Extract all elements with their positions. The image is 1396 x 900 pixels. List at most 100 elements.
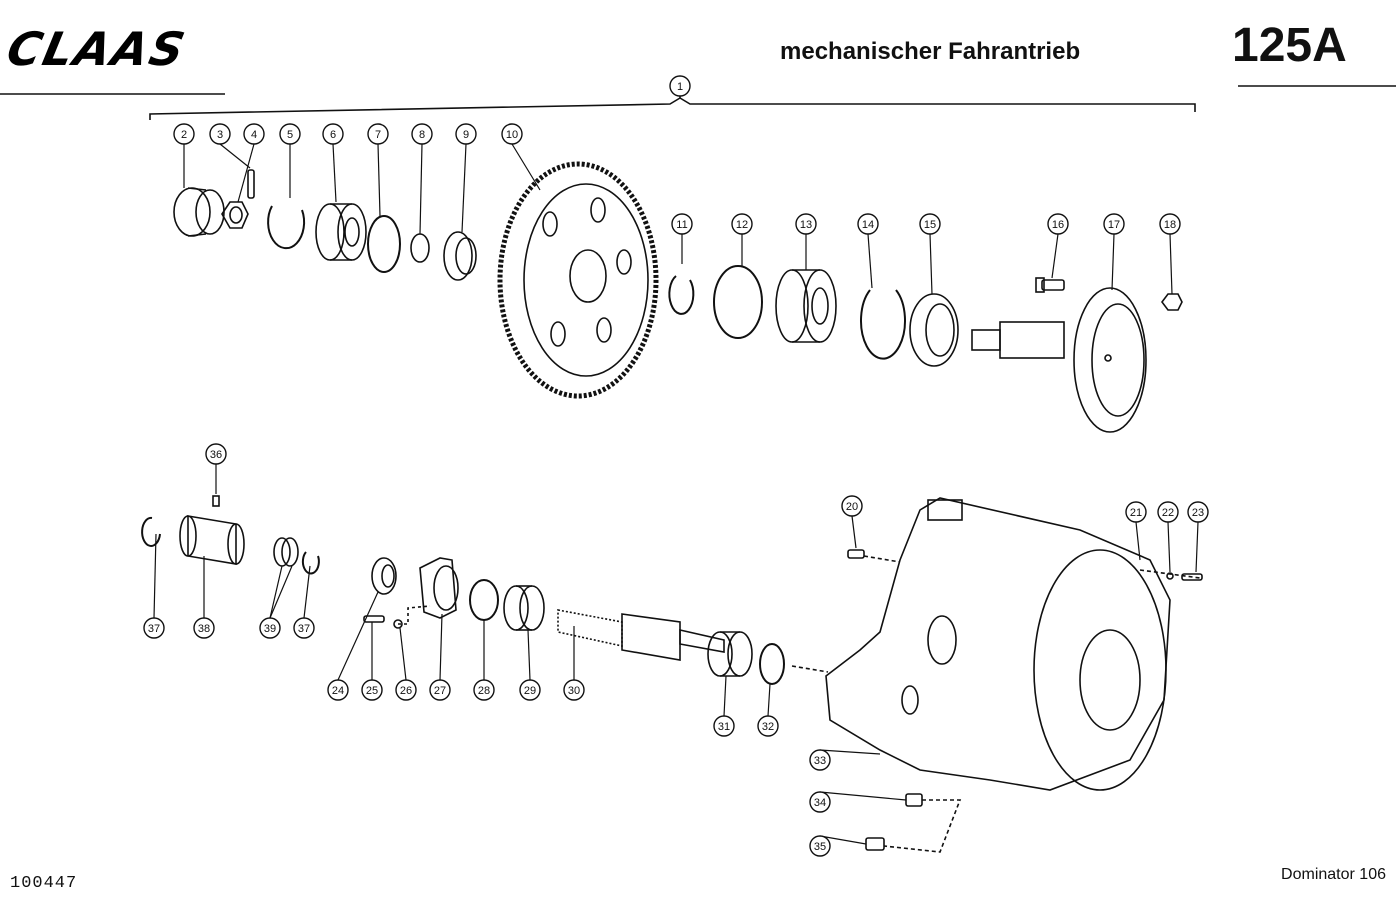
- leader-line-10: [511, 143, 541, 191]
- svg-text:24: 24: [332, 685, 344, 697]
- callout-21: 21: [1125, 501, 1147, 523]
- callout-37a: 37: [143, 617, 165, 639]
- callout-28: 28: [473, 679, 495, 701]
- part-6-ball-bearing: [315, 203, 367, 261]
- svg-text:38: 38: [198, 623, 210, 635]
- part-18-nut: [1161, 293, 1183, 311]
- machine-model: Dominator 106: [1281, 866, 1386, 883]
- part-31-bearing: [707, 631, 753, 677]
- callout-11: 11: [671, 213, 693, 235]
- svg-text:9: 9: [463, 129, 469, 141]
- leader-line-20: [851, 515, 857, 549]
- callout-14: 14: [857, 213, 879, 235]
- svg-text:36: 36: [210, 449, 222, 461]
- svg-text:4: 4: [251, 129, 257, 141]
- leader-line-23: [1195, 521, 1199, 573]
- svg-text:12: 12: [736, 219, 748, 231]
- svg-text:3: 3: [217, 129, 223, 141]
- part-4-nut: [221, 201, 249, 229]
- callout-13: 13: [795, 213, 817, 235]
- svg-text:30: 30: [568, 685, 580, 697]
- part-39-bearing-pair: [273, 537, 299, 567]
- leader-line-8: [419, 143, 423, 235]
- callout-20: 20: [841, 495, 863, 517]
- leader-line-22: [1167, 521, 1171, 573]
- leader-line-37b: [303, 565, 311, 619]
- part-11-circlip: [668, 275, 695, 315]
- callout-5: 5: [279, 123, 301, 145]
- leader-line-4: [237, 143, 255, 203]
- svg-text:18: 18: [1164, 219, 1176, 231]
- part-26-washer: [393, 619, 403, 629]
- callout-24: 24: [327, 679, 349, 701]
- svg-text:23: 23: [1192, 507, 1204, 519]
- leader-line-37a: [153, 533, 157, 619]
- part-38-sleeve: [179, 515, 245, 565]
- svg-text:25: 25: [366, 685, 378, 697]
- part-2-flange-sleeve: [173, 187, 225, 237]
- svg-text:20: 20: [846, 501, 858, 513]
- svg-text:13: 13: [800, 219, 812, 231]
- svg-text:33: 33: [814, 755, 826, 767]
- callout-36: 36: [205, 443, 227, 465]
- part-28-o-ring: [469, 579, 499, 621]
- leader-line-39: [269, 565, 283, 619]
- leader-line-6: [332, 143, 337, 203]
- leader-line-29: [527, 629, 531, 681]
- part-12-ring: [713, 265, 763, 339]
- leader-line-14: [867, 233, 873, 289]
- part-16-bolt: [1035, 277, 1065, 293]
- svg-text:29: 29: [524, 685, 536, 697]
- svg-text:37: 37: [298, 623, 310, 635]
- svg-text:11: 11: [676, 219, 687, 231]
- part-37-circlip-right: [301, 551, 320, 575]
- document-number: 100447: [10, 874, 78, 893]
- callout-18: 18: [1159, 213, 1181, 235]
- part-29-ball-bearing: [503, 585, 545, 631]
- leader-line-17: [1111, 233, 1115, 291]
- svg-text:34: 34: [814, 797, 826, 809]
- leader-line-34: [819, 791, 907, 801]
- callout-6: 6: [322, 123, 344, 145]
- leader-line-9: [461, 143, 467, 233]
- callout-8: 8: [411, 123, 433, 145]
- callout-29: 29: [519, 679, 541, 701]
- part-15-seal-ring: [909, 293, 959, 367]
- svg-text:16: 16: [1052, 219, 1064, 231]
- part-22-washer: [1166, 572, 1174, 580]
- leader-line-24: [337, 591, 379, 681]
- callout-38: 38: [193, 617, 215, 639]
- svg-text:21: 21: [1130, 507, 1142, 519]
- svg-text:37: 37: [148, 623, 160, 635]
- leader-line-39b: [269, 565, 293, 619]
- callout-4: 4: [243, 123, 265, 145]
- leader-line-7: [377, 143, 381, 217]
- leader-line-18: [1169, 233, 1173, 295]
- leader-line-16: [1051, 233, 1059, 279]
- callout-16: 16: [1047, 213, 1069, 235]
- callout-7: 7: [367, 123, 389, 145]
- page-code: 125A: [1232, 19, 1347, 72]
- part-30-pinion-shaft: [557, 609, 725, 661]
- svg-text:28: 28: [478, 685, 490, 697]
- leader-line-35: [819, 835, 867, 845]
- svg-text:26: 26: [400, 685, 412, 697]
- svg-text:35: 35: [814, 841, 826, 853]
- leader-line-27: [439, 613, 443, 681]
- callout-33: 33: [809, 749, 831, 771]
- callout-37b: 37: [293, 617, 315, 639]
- callout-2: 2: [173, 123, 195, 145]
- part-8-small-ring: [410, 233, 430, 263]
- part-20-bolt: [847, 549, 865, 559]
- callout-23: 23: [1187, 501, 1209, 523]
- part-3-pin: [247, 169, 255, 199]
- part-36-grease-nipple: [212, 495, 220, 507]
- svg-text:2: 2: [181, 129, 187, 141]
- leader-line-31: [723, 675, 727, 717]
- callout-15: 15: [919, 213, 941, 235]
- part-37-circlip-left: [141, 516, 161, 547]
- part-17-hub-shaft: [971, 287, 1147, 433]
- part-35-plug: [865, 837, 885, 851]
